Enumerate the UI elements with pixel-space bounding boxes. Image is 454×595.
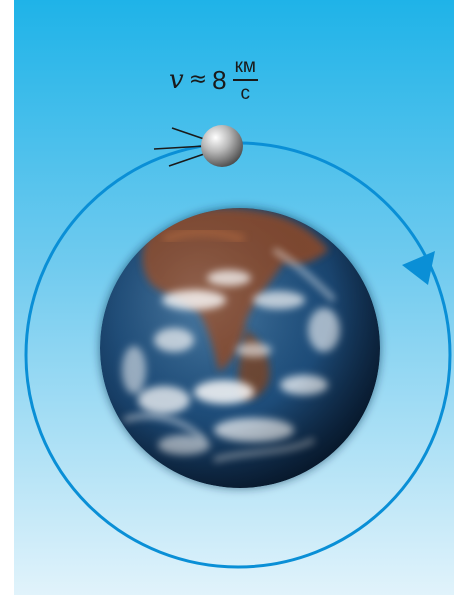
speed-formula: v ≈ 8 км с <box>169 54 258 106</box>
velocity-symbol: v <box>169 65 184 95</box>
unit-denominator: с <box>240 83 251 104</box>
unit-numerator: км <box>232 57 258 81</box>
speed-unit-fraction: км с <box>232 57 258 104</box>
orbit-diagram: v ≈ 8 км с <box>14 0 454 595</box>
satellite-icon <box>201 125 243 167</box>
earth-icon <box>94 202 386 494</box>
speed-value: 8 <box>212 65 227 95</box>
orbit-canvas <box>14 0 454 595</box>
satellite-antennas <box>153 127 208 167</box>
approx-sign: ≈ <box>188 67 208 92</box>
arrowhead-icon <box>402 251 435 285</box>
